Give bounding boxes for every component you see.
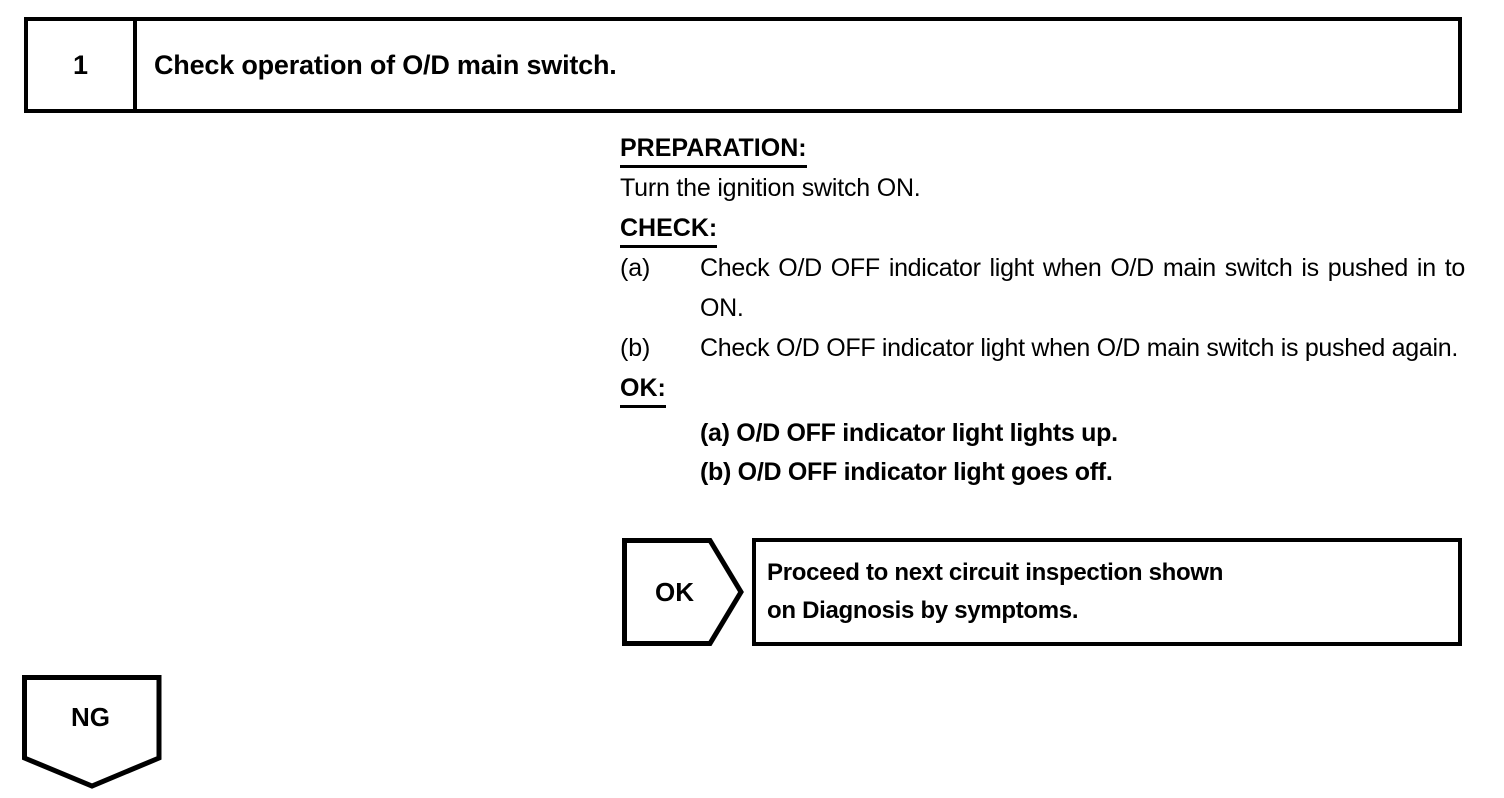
ok-arrow-shape — [622, 538, 744, 646]
ok-branch-arrow: OK — [622, 538, 744, 646]
step-title: Check operation of O/D main switch. — [154, 49, 617, 80]
proceed-line-1: Proceed to next circuit inspection shown — [767, 559, 1224, 586]
instruction-block: PREPARATION: Turn the ignition switch ON… — [620, 128, 1465, 492]
ng-arrow-shape — [22, 675, 162, 789]
preparation-heading-row: PREPARATION: — [620, 128, 1465, 168]
preparation-heading: PREPARATION: — [620, 132, 807, 168]
proceed-action-box: Proceed to next circuit inspection shown… — [752, 538, 1462, 646]
ok-item-b: (b) O/D OFF indicator light goes off. — [700, 458, 1113, 486]
step-header-box: 1 Check operation of O/D main switch. — [24, 17, 1462, 113]
ng-branch-label: NG — [71, 701, 110, 732]
check-item-a-text: Check O/D OFF indicator light when O/D m… — [700, 254, 1465, 322]
ok-branch-label: OK — [655, 576, 694, 607]
check-item-a: (a) Check O/D OFF indicator light when O… — [620, 248, 1465, 328]
step-title-cell: Check operation of O/D main switch. — [137, 21, 1458, 109]
check-heading: CHECK: — [620, 212, 718, 248]
ok-heading-row: OK: — [620, 368, 1465, 408]
preparation-text: Turn the ignition switch ON. — [620, 174, 921, 202]
proceed-line-2: on Diagnosis by symptoms. — [767, 597, 1079, 624]
step-number: 1 — [72, 49, 89, 80]
check-item-b: (b) Check O/D OFF indicator light when O… — [620, 328, 1465, 368]
check-item-b-marker: (b) — [620, 334, 651, 362]
ok-heading: OK: — [620, 372, 666, 408]
check-item-b-text: Check O/D OFF indicator light when O/D m… — [700, 334, 1459, 362]
check-item-a-marker: (a) — [620, 254, 651, 282]
check-heading-row: CHECK: — [620, 208, 1465, 248]
ok-item-a: (a) O/D OFF indicator light lights up. — [700, 419, 1118, 447]
step-number-cell: 1 — [28, 21, 137, 109]
ng-branch-arrow: NG — [22, 675, 162, 790]
